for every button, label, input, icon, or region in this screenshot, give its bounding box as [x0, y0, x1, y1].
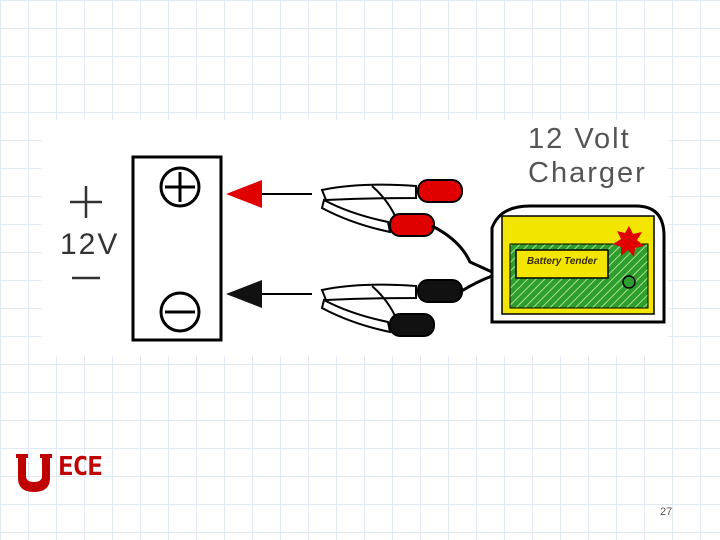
- charger: [490, 204, 666, 324]
- positive-arrow-icon: [226, 180, 312, 208]
- negative-terminal-icon: [159, 291, 201, 333]
- red-clamp-icon: [320, 179, 463, 237]
- charger-brand-plate: [515, 249, 609, 279]
- university-logo-icon: [16, 454, 52, 492]
- indicator-led-red-icon: [613, 226, 644, 257]
- negative-arrow-icon: [226, 280, 312, 308]
- positive-cable: [431, 224, 493, 274]
- page-number: 27: [660, 506, 673, 518]
- logo-text: ECE: [58, 452, 103, 482]
- battery: [131, 155, 223, 342]
- positive-terminal-icon: [159, 166, 201, 208]
- charger-title: 12 Volt Charger: [528, 123, 647, 189]
- plus-sign-icon: [70, 186, 102, 218]
- black-clamp-icon: [320, 279, 463, 337]
- voltage-label: 12V: [60, 228, 120, 261]
- indicator-led-green-icon: [622, 275, 636, 289]
- negative-cable: [459, 274, 493, 294]
- charger-brand-label: Battery Tender: [526, 256, 598, 267]
